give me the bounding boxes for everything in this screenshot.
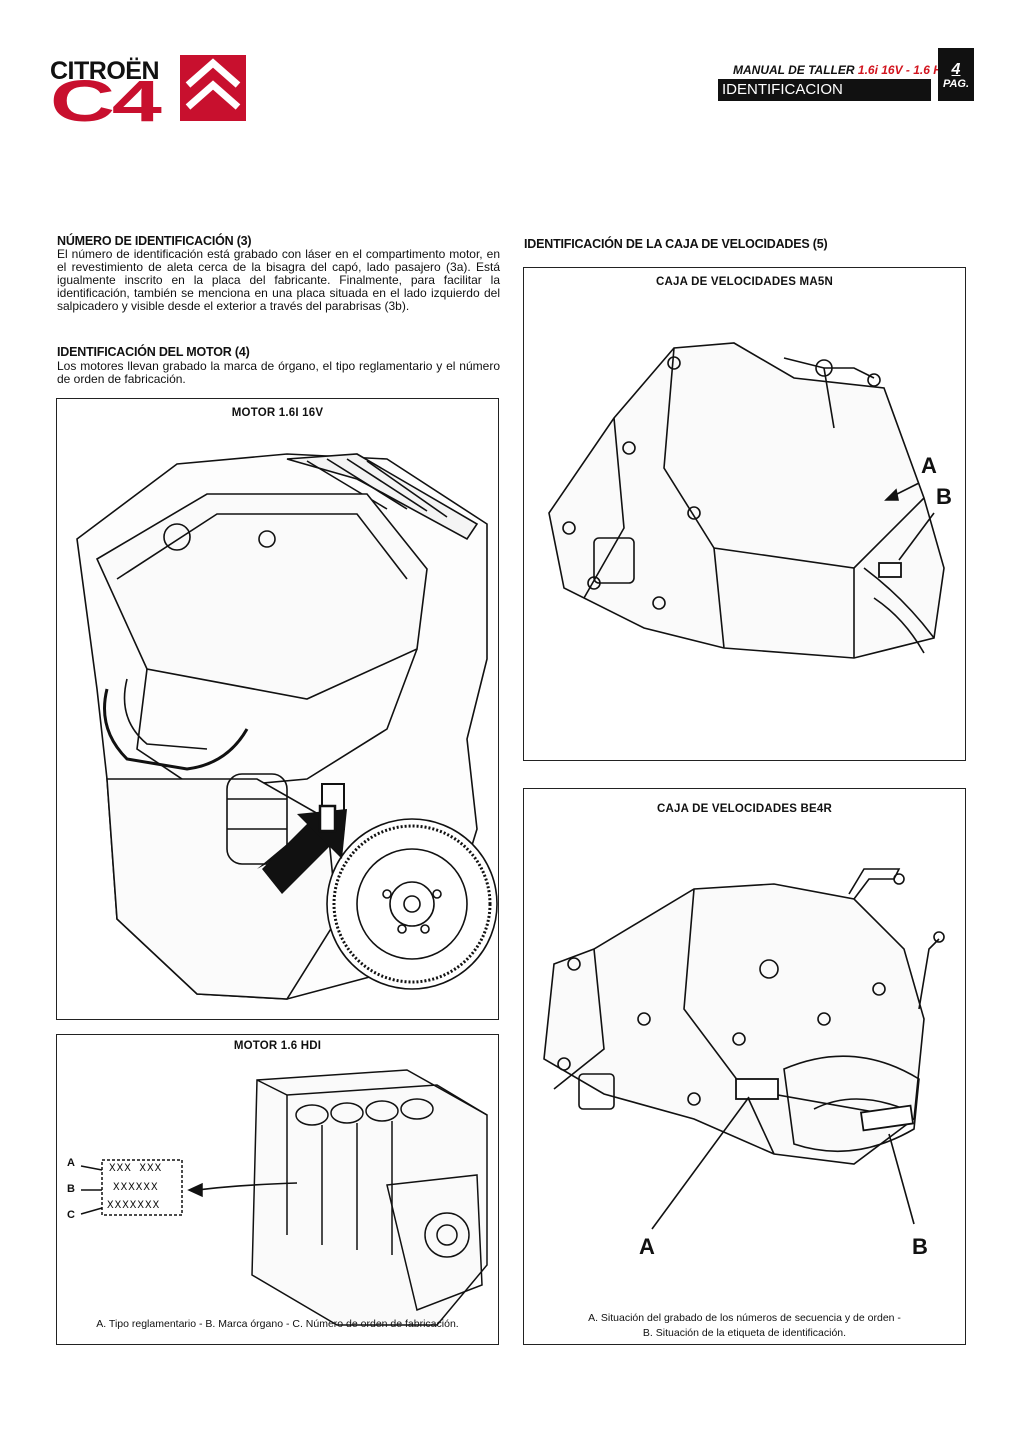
label-b: B (67, 1183, 75, 1195)
code-b: XXXXXX (113, 1182, 159, 1194)
figure-title: MOTOR 1.6I 16V (231, 407, 324, 419)
model-name: C4 (50, 69, 162, 134)
section-title: IDENTIFICACION (718, 79, 931, 101)
heading-gearbox-identification: IDENTIFICACIÓN DE LA CAJA DE VELOCIDADES… (524, 237, 828, 251)
figure-caption-line-2: B. Situación de la etiqueta de identific… (642, 1327, 847, 1339)
label-b: B (912, 1234, 928, 1259)
figure-gearbox-be4r: CAJA DE VELOCIDADES BE4R (523, 788, 966, 1345)
engine-16v-drawing (76, 453, 498, 1000)
gearbox-be4r-drawing (543, 868, 945, 1230)
figure-motor-16v: MOTOR 1.6I 16V (56, 398, 499, 1020)
manual-models: 1.6i 16V - 1.6 HDI (857, 63, 954, 77)
heading-identification-number: NÚMERO DE IDENTIFICACIÓN (3) (57, 234, 252, 248)
figure-caption: A. Tipo reglamentario - B. Marca órgano … (96, 1318, 459, 1330)
label-a: A (67, 1157, 75, 1169)
manual-title: MANUAL DE TALLER 1.6i 16V - 1.6 HDI (733, 63, 954, 77)
figure-title: CAJA DE VELOCIDADES MA5N (656, 276, 833, 288)
gearbox-ma5n-drawing (548, 342, 945, 659)
figure-title: CAJA DE VELOCIDADES BE4R (657, 803, 832, 815)
paragraph-identification-number: El número de identificación está grabado… (57, 247, 500, 313)
brand-name: CITROËN (50, 57, 160, 85)
paragraph-engine-identification: Los motores llevan grabado la marca de ó… (57, 359, 500, 386)
figure-caption-line-1: A. Situación del grabado de los números … (588, 1312, 901, 1324)
code-a: XXX XXX (109, 1163, 163, 1175)
heading-engine-identification: IDENTIFICACIÓN DEL MOTOR (4) (57, 345, 250, 359)
figure-gearbox-ma5n: CAJA DE VELOCIDADES MA5N (523, 267, 966, 761)
page-number-box: 4 PAG. (938, 48, 974, 101)
label-a: A (921, 453, 937, 478)
label-a: A (639, 1234, 655, 1259)
manual-prefix: MANUAL DE TALLER (733, 63, 855, 77)
engine-hdi-drawing (80, 1069, 488, 1326)
double-chevron-icon (180, 55, 246, 121)
citroen-c4-logo: CITROËN C4 (50, 55, 246, 131)
code-c: XXXXXXX (107, 1200, 161, 1212)
page-number: 4 (951, 61, 961, 78)
label-c: C (67, 1209, 75, 1221)
page-label: PAG. (942, 78, 970, 90)
label-b: B (936, 484, 952, 509)
figure-title: MOTOR 1.6 HDI (233, 1040, 322, 1052)
figure-motor-hdi: MOTOR 1.6 HDI A B C XXX XXX XXXXXX XXXXX… (56, 1034, 499, 1345)
